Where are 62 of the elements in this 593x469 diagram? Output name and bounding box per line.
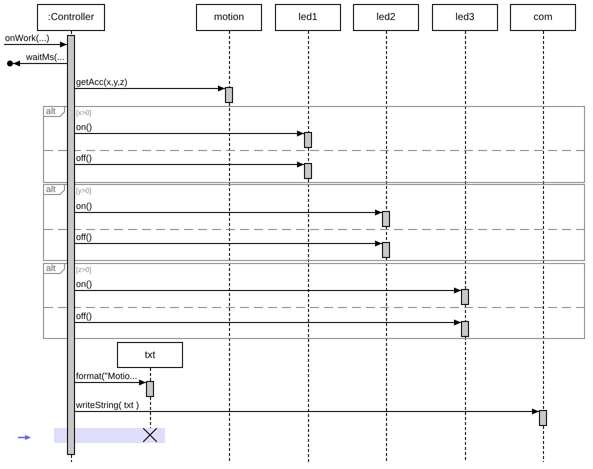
message-label: on()	[76, 279, 92, 289]
message-label: on()	[76, 201, 92, 211]
activation-bar	[461, 321, 469, 337]
message-arrow	[74, 240, 382, 246]
message-arrow	[74, 288, 462, 294]
message-arrow	[74, 408, 540, 414]
activation-bar	[539, 410, 547, 426]
message-label: waitMs(...	[26, 52, 65, 62]
participant-box: motion	[196, 4, 262, 31]
participant-box: led1	[275, 4, 341, 31]
lifeline	[71, 454, 72, 462]
lifeline	[150, 396, 151, 428]
message-arrow	[74, 86, 226, 92]
participant-box: :Controller	[37, 4, 105, 31]
message-label: on()	[76, 122, 92, 132]
lifeline	[229, 30, 230, 88]
lifeline	[308, 148, 309, 164]
participant-box: led3	[432, 4, 498, 31]
activation-bar	[304, 132, 312, 148]
message-arrow	[74, 130, 304, 136]
message-label: onWork(...)	[5, 33, 50, 43]
operator-tag: alt	[44, 107, 65, 117]
lifeline	[465, 304, 466, 322]
message-arrow	[74, 210, 382, 216]
lifeline	[308, 30, 309, 132]
message-arrow	[74, 320, 462, 326]
message-label: off()	[76, 153, 92, 163]
fragment-frame	[43, 184, 585, 261]
message-label: off()	[76, 232, 92, 242]
activation-bar	[67, 35, 75, 455]
lifeline	[150, 368, 151, 382]
participant-box: led2	[353, 4, 419, 31]
message-arrow	[74, 380, 146, 386]
lifeline	[465, 336, 466, 462]
lifeline	[71, 30, 72, 36]
participant-box: txt	[117, 342, 183, 368]
message-arrow	[4, 42, 68, 48]
message-label: off()	[76, 311, 92, 321]
activation-bar	[461, 289, 469, 305]
message-arrow	[74, 162, 304, 168]
fragment-frame	[43, 263, 585, 339]
message-label: writeString( txt )	[76, 400, 140, 410]
activation-bar	[382, 242, 390, 258]
activation-bar	[225, 87, 233, 103]
operator-tag: alt	[44, 264, 65, 274]
lifeline	[543, 30, 544, 410]
lifeline	[465, 30, 466, 290]
lifeline	[386, 226, 387, 242]
participant-box: com	[510, 4, 576, 31]
fragment-frame	[43, 106, 585, 183]
message-label: format("Motio...	[76, 371, 138, 381]
lifeline	[229, 102, 230, 462]
cross-icon	[143, 428, 157, 442]
activation-bar	[146, 381, 154, 397]
lifeline	[386, 258, 387, 462]
lifeline	[386, 30, 387, 212]
activation-bar	[382, 211, 390, 227]
lifeline	[543, 426, 544, 462]
activation-bar	[304, 163, 312, 179]
lifeline	[308, 178, 309, 462]
message-arrow	[7, 60, 68, 66]
message-label: getAcc(x,y,z)	[76, 77, 128, 87]
